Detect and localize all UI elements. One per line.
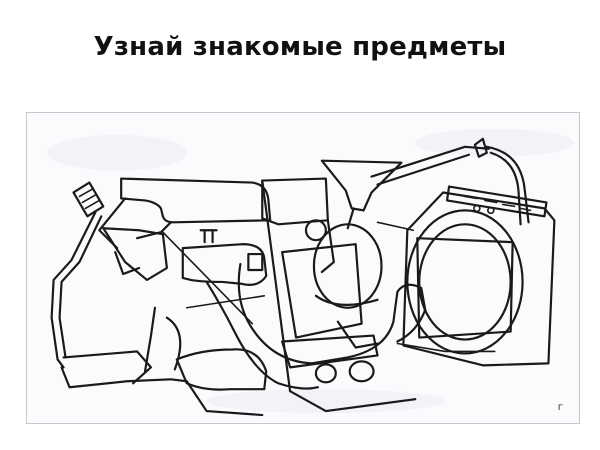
vacuum-cleaner-icon xyxy=(98,177,272,282)
refrigerator-icon xyxy=(261,177,417,413)
connecting-lines xyxy=(162,221,496,353)
paper-texture xyxy=(47,128,575,414)
corner-mark: г xyxy=(557,402,563,413)
washing-machine-icon xyxy=(402,185,556,367)
shovel-icon xyxy=(50,181,105,369)
bottom-box-icon xyxy=(60,306,379,417)
glass-jar-icon xyxy=(312,223,383,384)
funnel-icon xyxy=(320,137,530,230)
overlapping-objects-drawing xyxy=(47,128,575,417)
slide-title: Узнай знакомые предметы xyxy=(93,32,507,62)
overlapping-objects-figure: г xyxy=(26,112,580,424)
iron-icon xyxy=(181,229,268,286)
